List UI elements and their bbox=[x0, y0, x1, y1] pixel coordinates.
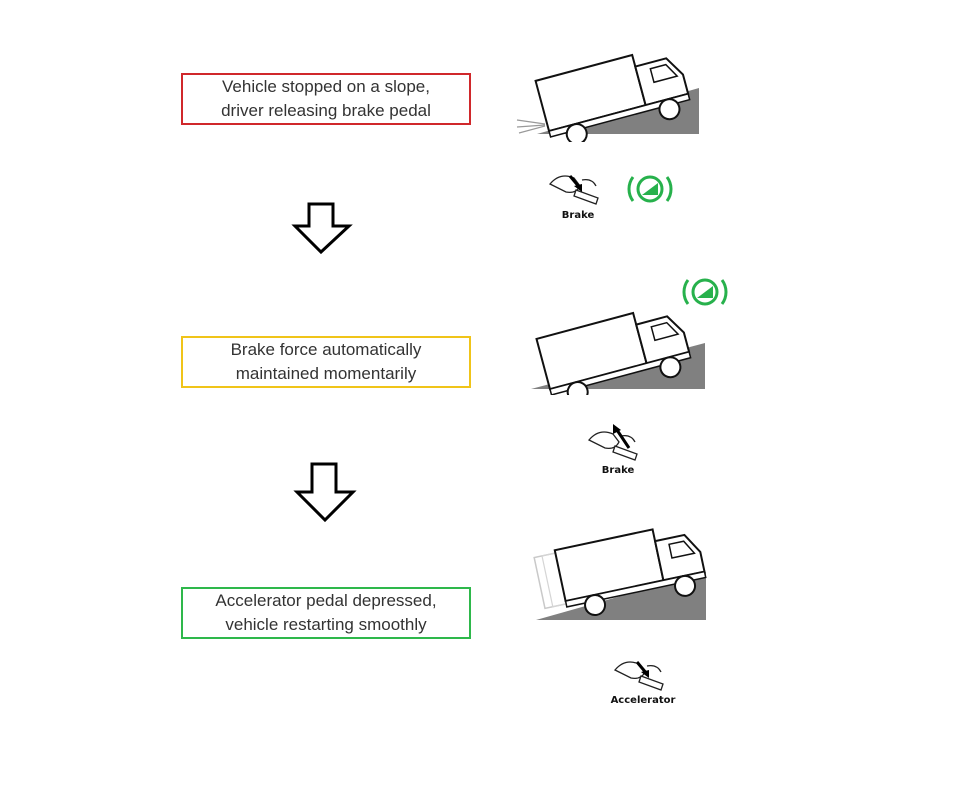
step-3-box: Accelerator pedal depressed, vehicle res… bbox=[181, 587, 471, 639]
truck-icon bbox=[553, 528, 707, 617]
step-1-box: Vehicle stopped on a slope, driver relea… bbox=[181, 73, 471, 125]
step-3-line-2: vehicle restarting smoothly bbox=[225, 615, 427, 634]
hill-hold-indicator-icon bbox=[682, 278, 728, 306]
foot-pedal-icon bbox=[613, 661, 664, 691]
step-2-line-2: maintained momentarily bbox=[235, 364, 417, 383]
foot-pedal-icon bbox=[548, 175, 599, 205]
pedal-label: Brake bbox=[561, 210, 595, 221]
step-2-box: Brake force automatically maintained mom… bbox=[181, 336, 471, 388]
truck-icon bbox=[534, 53, 691, 142]
hill-hold-indicator-icon bbox=[627, 175, 673, 203]
truck-on-slope-scene-3 bbox=[533, 528, 707, 620]
truck-on-slope-scene-1 bbox=[516, 53, 699, 142]
pedal-label: Accelerator bbox=[610, 695, 676, 706]
step-1-line-2: driver releasing brake pedal bbox=[221, 101, 431, 120]
truck-on-slope-scene-2 bbox=[531, 311, 705, 395]
pedal-label: Brake bbox=[601, 465, 635, 476]
down-arrow-icon bbox=[291, 202, 353, 255]
truck-icon bbox=[535, 311, 692, 395]
step-2-line-1: Brake force automatically bbox=[230, 340, 422, 359]
step-1-line-1: Vehicle stopped on a slope, bbox=[222, 77, 430, 96]
foot-pedal-icon bbox=[587, 424, 638, 461]
step-3-line-1: Accelerator pedal depressed, bbox=[215, 591, 437, 610]
down-arrow-icon bbox=[293, 462, 357, 523]
